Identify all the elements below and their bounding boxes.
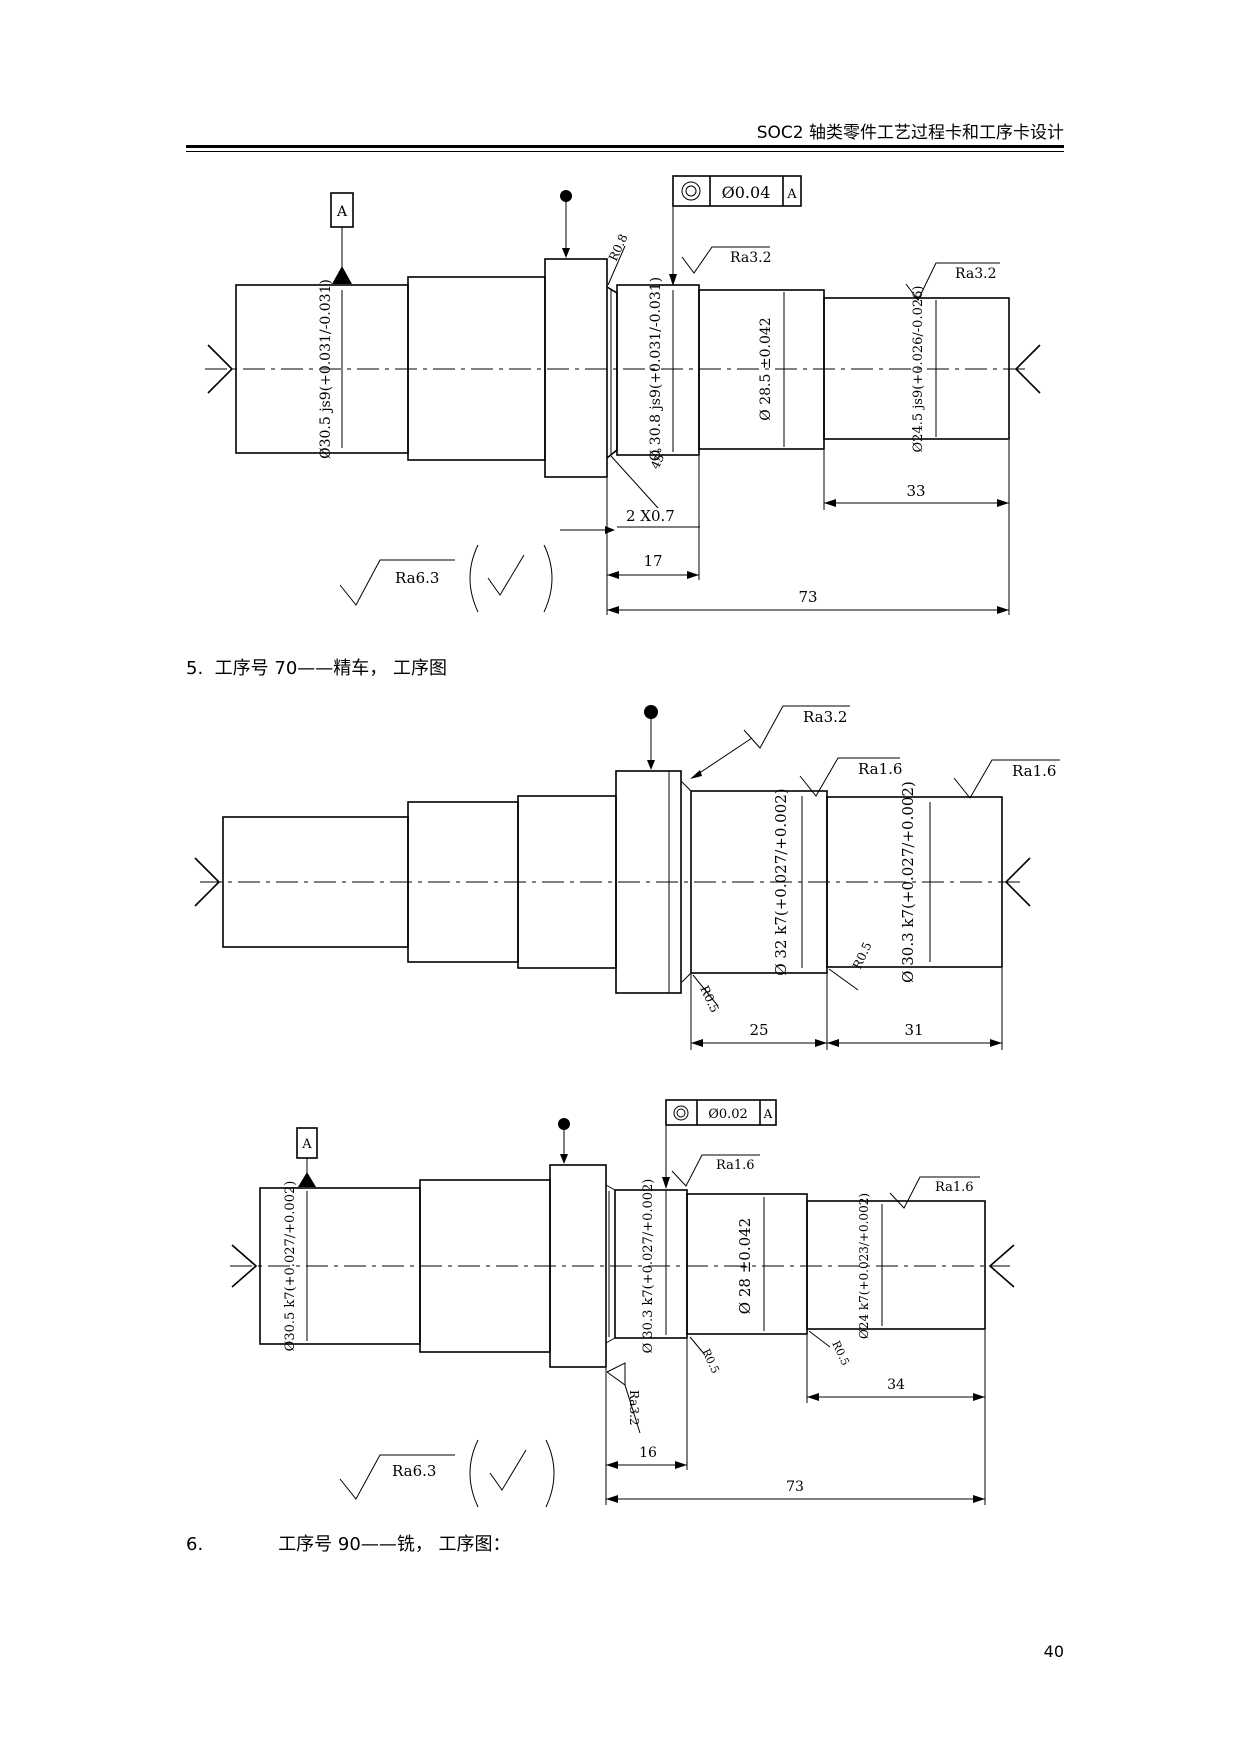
- dim-diameter-4: Ø24.5 js9(+0.026/-0.026): [911, 286, 926, 453]
- length-25: 25: [749, 1021, 768, 1039]
- locating-symbol: [644, 705, 658, 719]
- general-roughness-symbol: [339, 559, 455, 606]
- dim-diameter-3: Ø 28.5 ±0.042: [758, 317, 774, 420]
- length-17: 17: [643, 552, 662, 570]
- roughness-label: Ra3.2: [803, 708, 847, 726]
- dim-diameter-2: Ø 30.8 js9(+0.031/-0.031): [648, 277, 664, 461]
- centre-mark-left: [194, 857, 221, 907]
- datum-label: A: [301, 1137, 312, 1152]
- caption-step-6: 6.工序号 90——铣， 工序图：: [186, 1534, 511, 1555]
- dim-diameter-3: Ø 28 ±0.042: [736, 1218, 754, 1314]
- header-rule: [186, 145, 1064, 148]
- centre-mark-left: [207, 344, 234, 394]
- roughness-symbol-2: [799, 757, 900, 797]
- roughness-label-collar: Ra3.2: [627, 1390, 641, 1426]
- svg-text:A: A: [786, 187, 797, 202]
- general-roughness-symbol: [339, 1454, 455, 1500]
- length-33: 33: [906, 482, 925, 500]
- length-34: 34: [887, 1377, 905, 1393]
- radius-label-1: R0.5: [697, 983, 722, 1014]
- roughness-symbol-right: [889, 1176, 980, 1209]
- shaft-outline: [235, 258, 1010, 478]
- centre-mark-right: [1004, 857, 1031, 907]
- roughness-label-3: Ra1.6: [1012, 762, 1056, 780]
- drawing-2: Ra3.2 Ra1.6 Ra1.6 Ø 32 k7(+0.027/+0.002)…: [194, 705, 1060, 1050]
- length-16: 16: [639, 1445, 657, 1461]
- page-number: 40: [1043, 1642, 1064, 1661]
- roughness-symbol-3: [953, 759, 1060, 799]
- geometric-tolerance-frame: Ø0.04 A: [669, 175, 802, 286]
- locating-symbol: [558, 1118, 570, 1130]
- datum-triangle: [332, 266, 352, 284]
- roughness-symbol: [743, 705, 850, 749]
- dim-diameter-2: Ø 30.3 k7(+0.027/+0.002): [641, 1179, 656, 1354]
- svg-text:Ø0.04: Ø0.04: [722, 183, 771, 202]
- roughness-label-right: Ra3.2: [955, 266, 996, 282]
- svg-text:Ø0.02: Ø0.02: [708, 1107, 748, 1122]
- roughness-symbol: [681, 246, 770, 274]
- groove-label: 2 X0.7: [626, 507, 675, 525]
- geometric-tolerance-frame: Ø0.02 A: [662, 1099, 777, 1189]
- roughness-symbol-right: [905, 262, 1000, 301]
- shaft-outline: [259, 1164, 986, 1368]
- header-title: SOC2 轴类零件工艺过程卡和工序卡设计: [756, 123, 1064, 143]
- chamfer-label: R0.8: [606, 232, 631, 263]
- centre-mark-right: [1014, 344, 1041, 394]
- drawing-3: A Ø0.02 A Ra1.6 Ra1.6 Ø30.5 k7(+0.027/+0…: [230, 1099, 1015, 1508]
- roughness-symbol-collar: [606, 1362, 626, 1386]
- general-roughness-label: Ra6.3: [395, 569, 439, 587]
- datum-label: A: [336, 204, 348, 220]
- shaft-outline: [222, 770, 1003, 994]
- dim-diameter-1: Ø30.5 js9(+0.031/-0.031): [318, 279, 334, 459]
- length-31: 31: [904, 1021, 923, 1039]
- length-73: 73: [798, 588, 817, 606]
- datum-triangle: [298, 1172, 316, 1187]
- centre-mark-left: [231, 1244, 258, 1288]
- locating-symbol: [560, 190, 572, 202]
- caption-step-5: 5. 工序号 70——精车， 工序图: [186, 658, 447, 679]
- radius-label-2: R0.5: [829, 1339, 852, 1368]
- dim-diameter-4: Ø24 k7(+0.023/+0.002): [857, 1193, 871, 1339]
- header-rule-thin: [186, 151, 1064, 152]
- length-73: 73: [786, 1479, 804, 1495]
- roughness-label: Ra3.2: [730, 250, 771, 266]
- roughness-symbol: [671, 1154, 760, 1187]
- centre-mark-right: [988, 1244, 1015, 1288]
- dim-diameter-1: Ø 32 k7(+0.027/+0.002): [772, 788, 790, 975]
- roughness-label-2: Ra1.6: [858, 760, 902, 778]
- dim-diameter-1: Ø30.5 k7(+0.027/+0.002): [283, 1181, 298, 1352]
- radius-label-1: R0.5: [699, 1347, 722, 1376]
- roughness-label-right: Ra1.6: [935, 1180, 974, 1195]
- svg-text:A: A: [763, 1107, 773, 1121]
- dim-diameter-2: Ø 30.3 k7(+0.027/+0.002): [899, 781, 917, 983]
- roughness-label: Ra1.6: [716, 1158, 755, 1173]
- general-roughness-label: Ra6.3: [392, 1462, 436, 1480]
- drawing-1: A Ø0.04 A R0.8 Ra3.2 Ra3.2 Ø30.5 js9(+0.…: [205, 175, 1041, 615]
